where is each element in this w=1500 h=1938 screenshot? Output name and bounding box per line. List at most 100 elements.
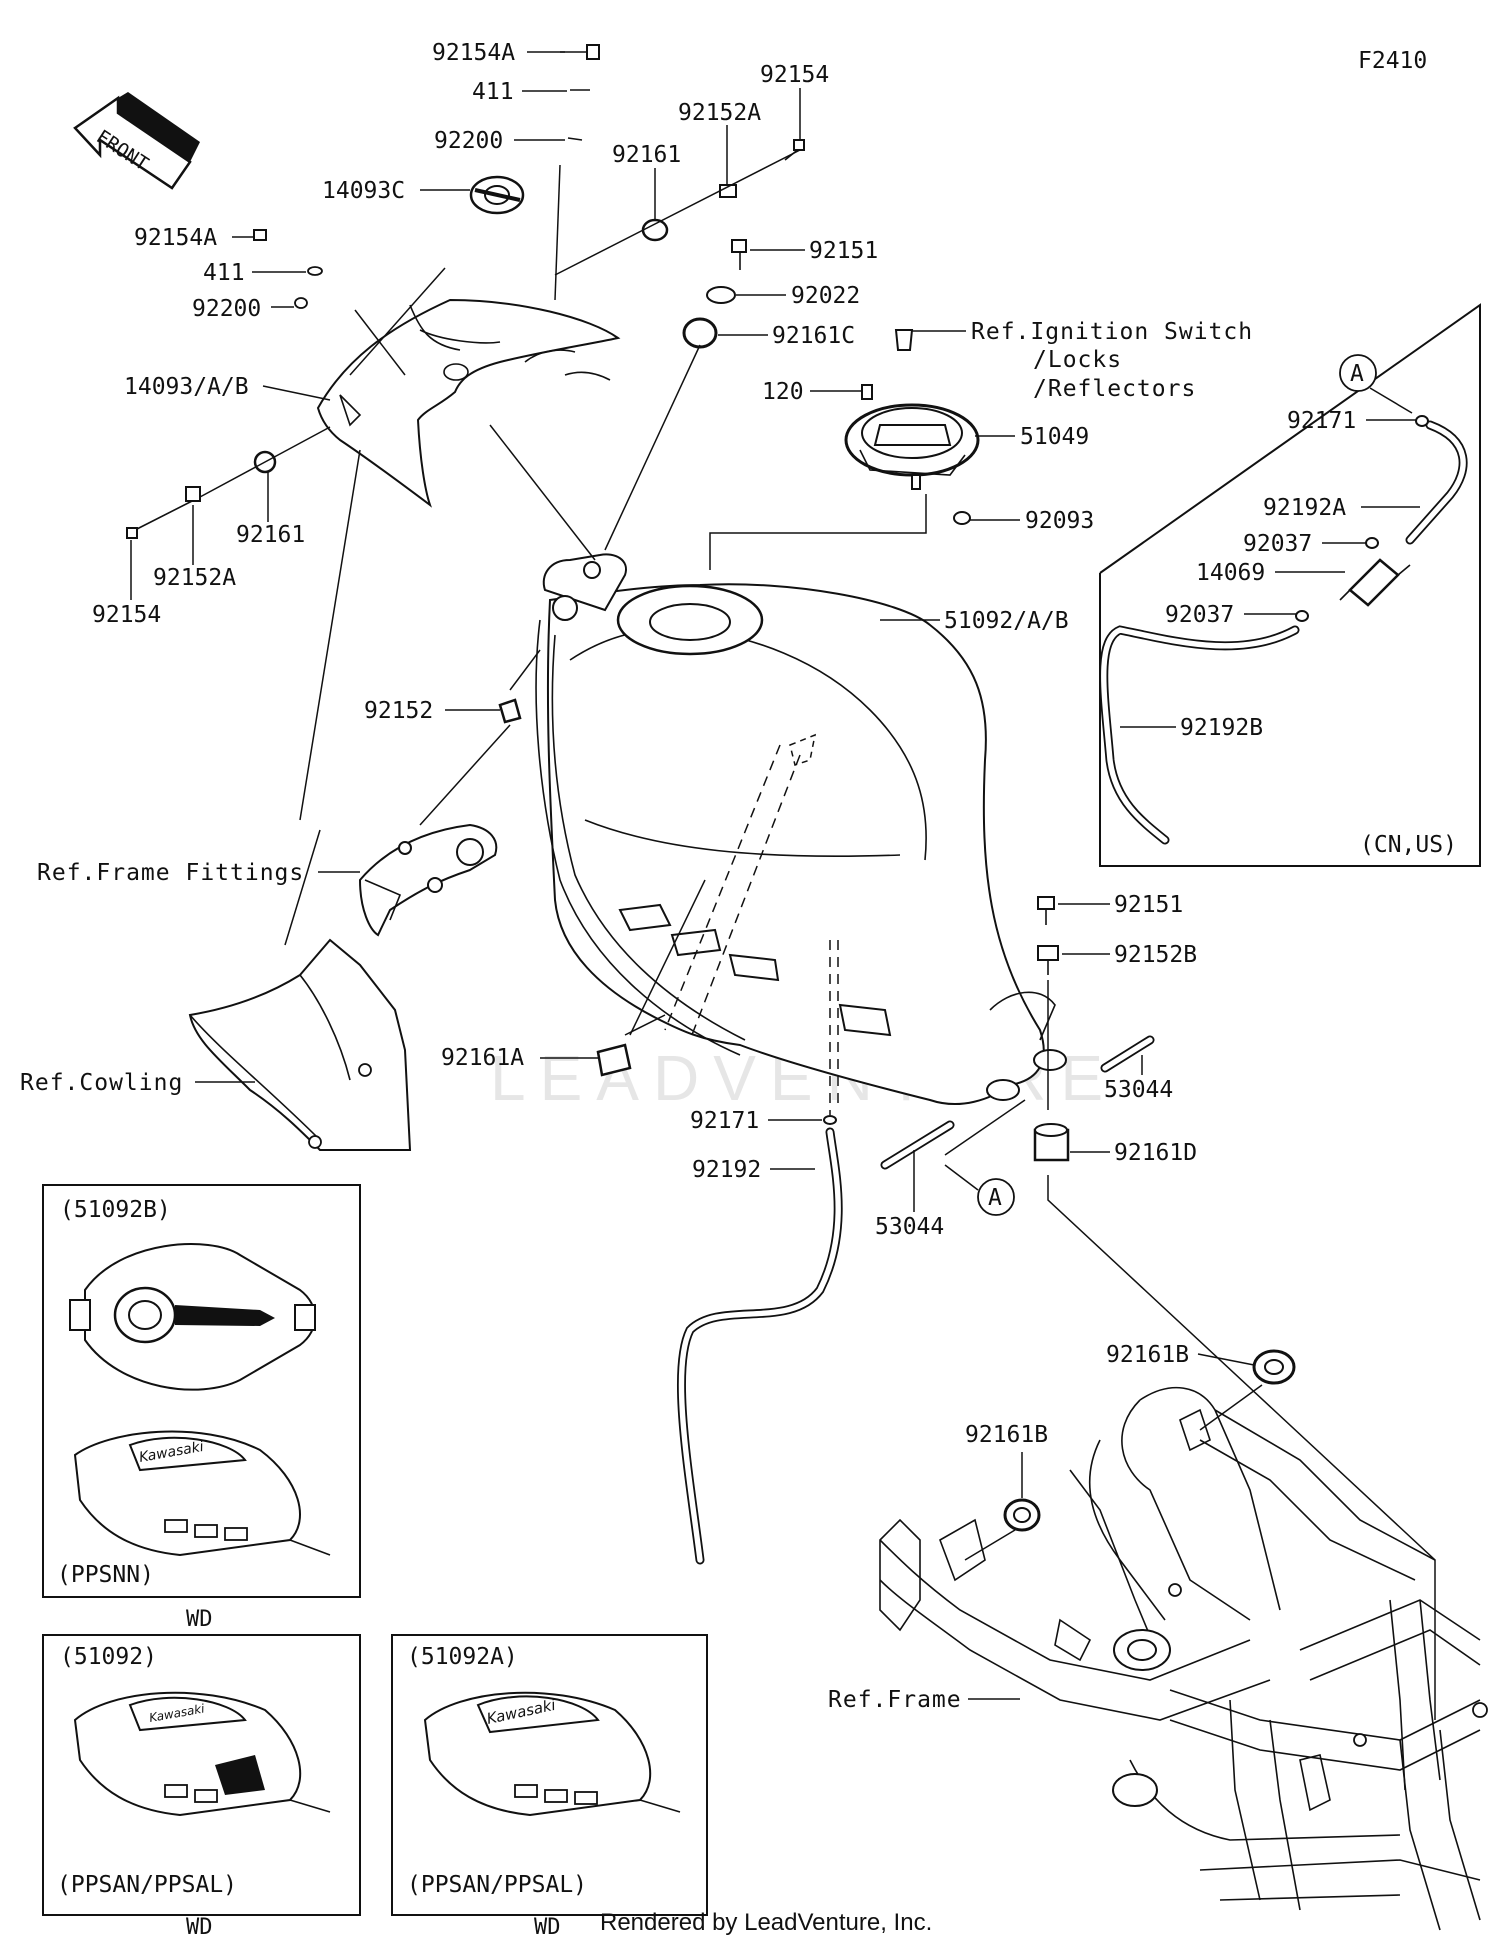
svg-text:(PPSNN): (PPSNN) bbox=[57, 1562, 154, 1588]
callout: 92161D bbox=[1114, 1140, 1197, 1166]
callout: 92161 bbox=[612, 142, 681, 168]
callout: 51092/A/B bbox=[944, 608, 1069, 634]
callout: 411 bbox=[203, 260, 245, 286]
ref-ignition-1: Ref.Ignition Switch bbox=[971, 319, 1253, 345]
damper-92161a[interactable] bbox=[596, 1043, 632, 1077]
callout: 14093/A/B bbox=[124, 374, 249, 400]
callout: 92152B bbox=[1114, 942, 1197, 968]
grommet-14093c[interactable] bbox=[469, 175, 525, 215]
ref-cowling: Ref.Cowling bbox=[20, 1070, 183, 1096]
ref-ignition-2: /Locks bbox=[1033, 347, 1122, 373]
variant-51092b: (51092B) Kawasaki (PPSNN) WD bbox=[42, 1184, 361, 1632]
marker-a-main: A bbox=[944, 1164, 1015, 1216]
damper-92161d[interactable] bbox=[1033, 1123, 1070, 1162]
frame-fitting-bracket[interactable] bbox=[358, 823, 498, 937]
callout: 92037 bbox=[1165, 602, 1234, 628]
callout: 92093 bbox=[1025, 508, 1094, 534]
fuel-tank-51092[interactable] bbox=[535, 553, 1067, 1106]
reference-labels: Ref.Ignition Switch /Locks /Reflectors R… bbox=[20, 319, 1253, 1713]
svg-text:(PPSAN/PPSAL): (PPSAN/PPSAL) bbox=[407, 1872, 587, 1898]
inset-evap-kit: A (CN,US) bbox=[1099, 303, 1481, 867]
callout: 92152A bbox=[678, 100, 761, 126]
fuel-cap-51049[interactable] bbox=[844, 403, 980, 490]
damper-92161-right[interactable] bbox=[641, 218, 669, 242]
svg-text:(51092B): (51092B) bbox=[60, 1197, 171, 1223]
bolt-92154-left[interactable] bbox=[126, 496, 201, 539]
bolt-120[interactable] bbox=[861, 384, 873, 400]
grommet-92161b-upper[interactable] bbox=[1252, 1349, 1296, 1385]
bolt-92151-right[interactable] bbox=[1037, 896, 1055, 925]
callout: 53044 bbox=[1104, 1077, 1173, 1103]
svg-text:WD: WD bbox=[186, 1915, 213, 1938]
callout: 92161B bbox=[965, 1422, 1048, 1448]
callout: 92154 bbox=[760, 62, 829, 88]
callout: 92154A bbox=[134, 225, 217, 251]
callout: 92161 bbox=[236, 522, 305, 548]
ref-frame: Ref.Frame bbox=[828, 1687, 962, 1713]
clip-92093[interactable] bbox=[953, 511, 971, 525]
callout: 120 bbox=[762, 379, 804, 405]
callout: 92200 bbox=[192, 296, 261, 322]
variant-51092a: (51092A) Kawasaki (PPSAN/PPSAL) WD bbox=[391, 1634, 708, 1938]
rod-53044-left[interactable] bbox=[880, 1120, 955, 1170]
callout: 14093C bbox=[322, 178, 405, 204]
ref-frame-fittings: Ref.Frame Fittings bbox=[37, 860, 304, 886]
callout: 92161C bbox=[772, 323, 855, 349]
svg-text:(51092A): (51092A) bbox=[407, 1644, 518, 1670]
bolt-92151-top[interactable] bbox=[731, 239, 747, 270]
hose-92192[interactable] bbox=[676, 1127, 843, 1565]
svg-text:(51092): (51092) bbox=[60, 1644, 157, 1670]
callout: 92022 bbox=[791, 283, 860, 309]
callout: 411 bbox=[472, 79, 514, 105]
callout: 92192 bbox=[692, 1157, 761, 1183]
hose-92192a[interactable] bbox=[1405, 420, 1468, 545]
grommet-92161b-lower[interactable] bbox=[1003, 1498, 1041, 1532]
callout: 92171 bbox=[1287, 408, 1356, 434]
callout: 92151 bbox=[1114, 892, 1183, 918]
collar-92200-left[interactable] bbox=[294, 297, 308, 309]
collar-92200-top[interactable] bbox=[567, 137, 583, 141]
callout: 92171 bbox=[690, 1108, 759, 1134]
callout: 92154 bbox=[92, 602, 161, 628]
collar-92152b[interactable] bbox=[1037, 945, 1059, 975]
svg-text:A: A bbox=[1350, 361, 1364, 387]
rod-53044-right[interactable] bbox=[1100, 1035, 1155, 1073]
cowling-ref bbox=[188, 938, 412, 1151]
callout: 92151 bbox=[809, 238, 878, 264]
svg-text:(PPSAN/PPSAL): (PPSAN/PPSAL) bbox=[57, 1872, 237, 1898]
callout: 92192B bbox=[1180, 715, 1263, 741]
headstock-cover-14093[interactable] bbox=[316, 298, 621, 508]
clamp-92171[interactable] bbox=[823, 1115, 837, 1125]
callout: 92161A bbox=[441, 1045, 524, 1071]
callout: 92192A bbox=[1263, 495, 1346, 521]
figure-code: F2410 bbox=[1358, 48, 1427, 74]
callout: 92152 bbox=[364, 698, 433, 724]
svg-text:WD: WD bbox=[186, 1607, 213, 1632]
inset-region-label: (CN,US) bbox=[1360, 832, 1457, 858]
grommet-92161c[interactable] bbox=[682, 317, 718, 349]
collar-92152[interactable] bbox=[498, 698, 522, 724]
filter-14069[interactable] bbox=[1339, 558, 1411, 607]
footer-credit: Rendered by LeadVenture, Inc. bbox=[600, 1909, 932, 1936]
callout-labels: 92154A 411 92200 92154 92152A 92161 1409… bbox=[92, 40, 1420, 1498]
tank-sideview-icon: Kawasaki bbox=[423, 1691, 681, 1817]
bolt-92154a-top[interactable] bbox=[560, 44, 600, 60]
washer-92022[interactable] bbox=[706, 286, 736, 304]
svg-text:WD: WD bbox=[534, 1915, 561, 1938]
bolt-92154a-left[interactable] bbox=[253, 229, 267, 241]
tank-sideview-icon: Kawasaki bbox=[73, 1691, 331, 1817]
svg-text:A: A bbox=[988, 1185, 1002, 1211]
callout: 92200 bbox=[434, 128, 503, 154]
callout: 92161B bbox=[1106, 1342, 1189, 1368]
washer-411-left[interactable] bbox=[307, 266, 323, 276]
insert-ignition[interactable] bbox=[894, 329, 914, 351]
hose-92192b[interactable] bbox=[1099, 625, 1300, 845]
callout: 51049 bbox=[1020, 424, 1089, 450]
front-arrow-icon: FRONT bbox=[73, 92, 200, 190]
tank-sideview-icon: Kawasaki bbox=[73, 1430, 331, 1557]
callout: 92154A bbox=[432, 40, 515, 66]
callout: 92037 bbox=[1243, 531, 1312, 557]
callout: 92152A bbox=[153, 565, 236, 591]
collar-92152a-left[interactable] bbox=[185, 486, 201, 502]
